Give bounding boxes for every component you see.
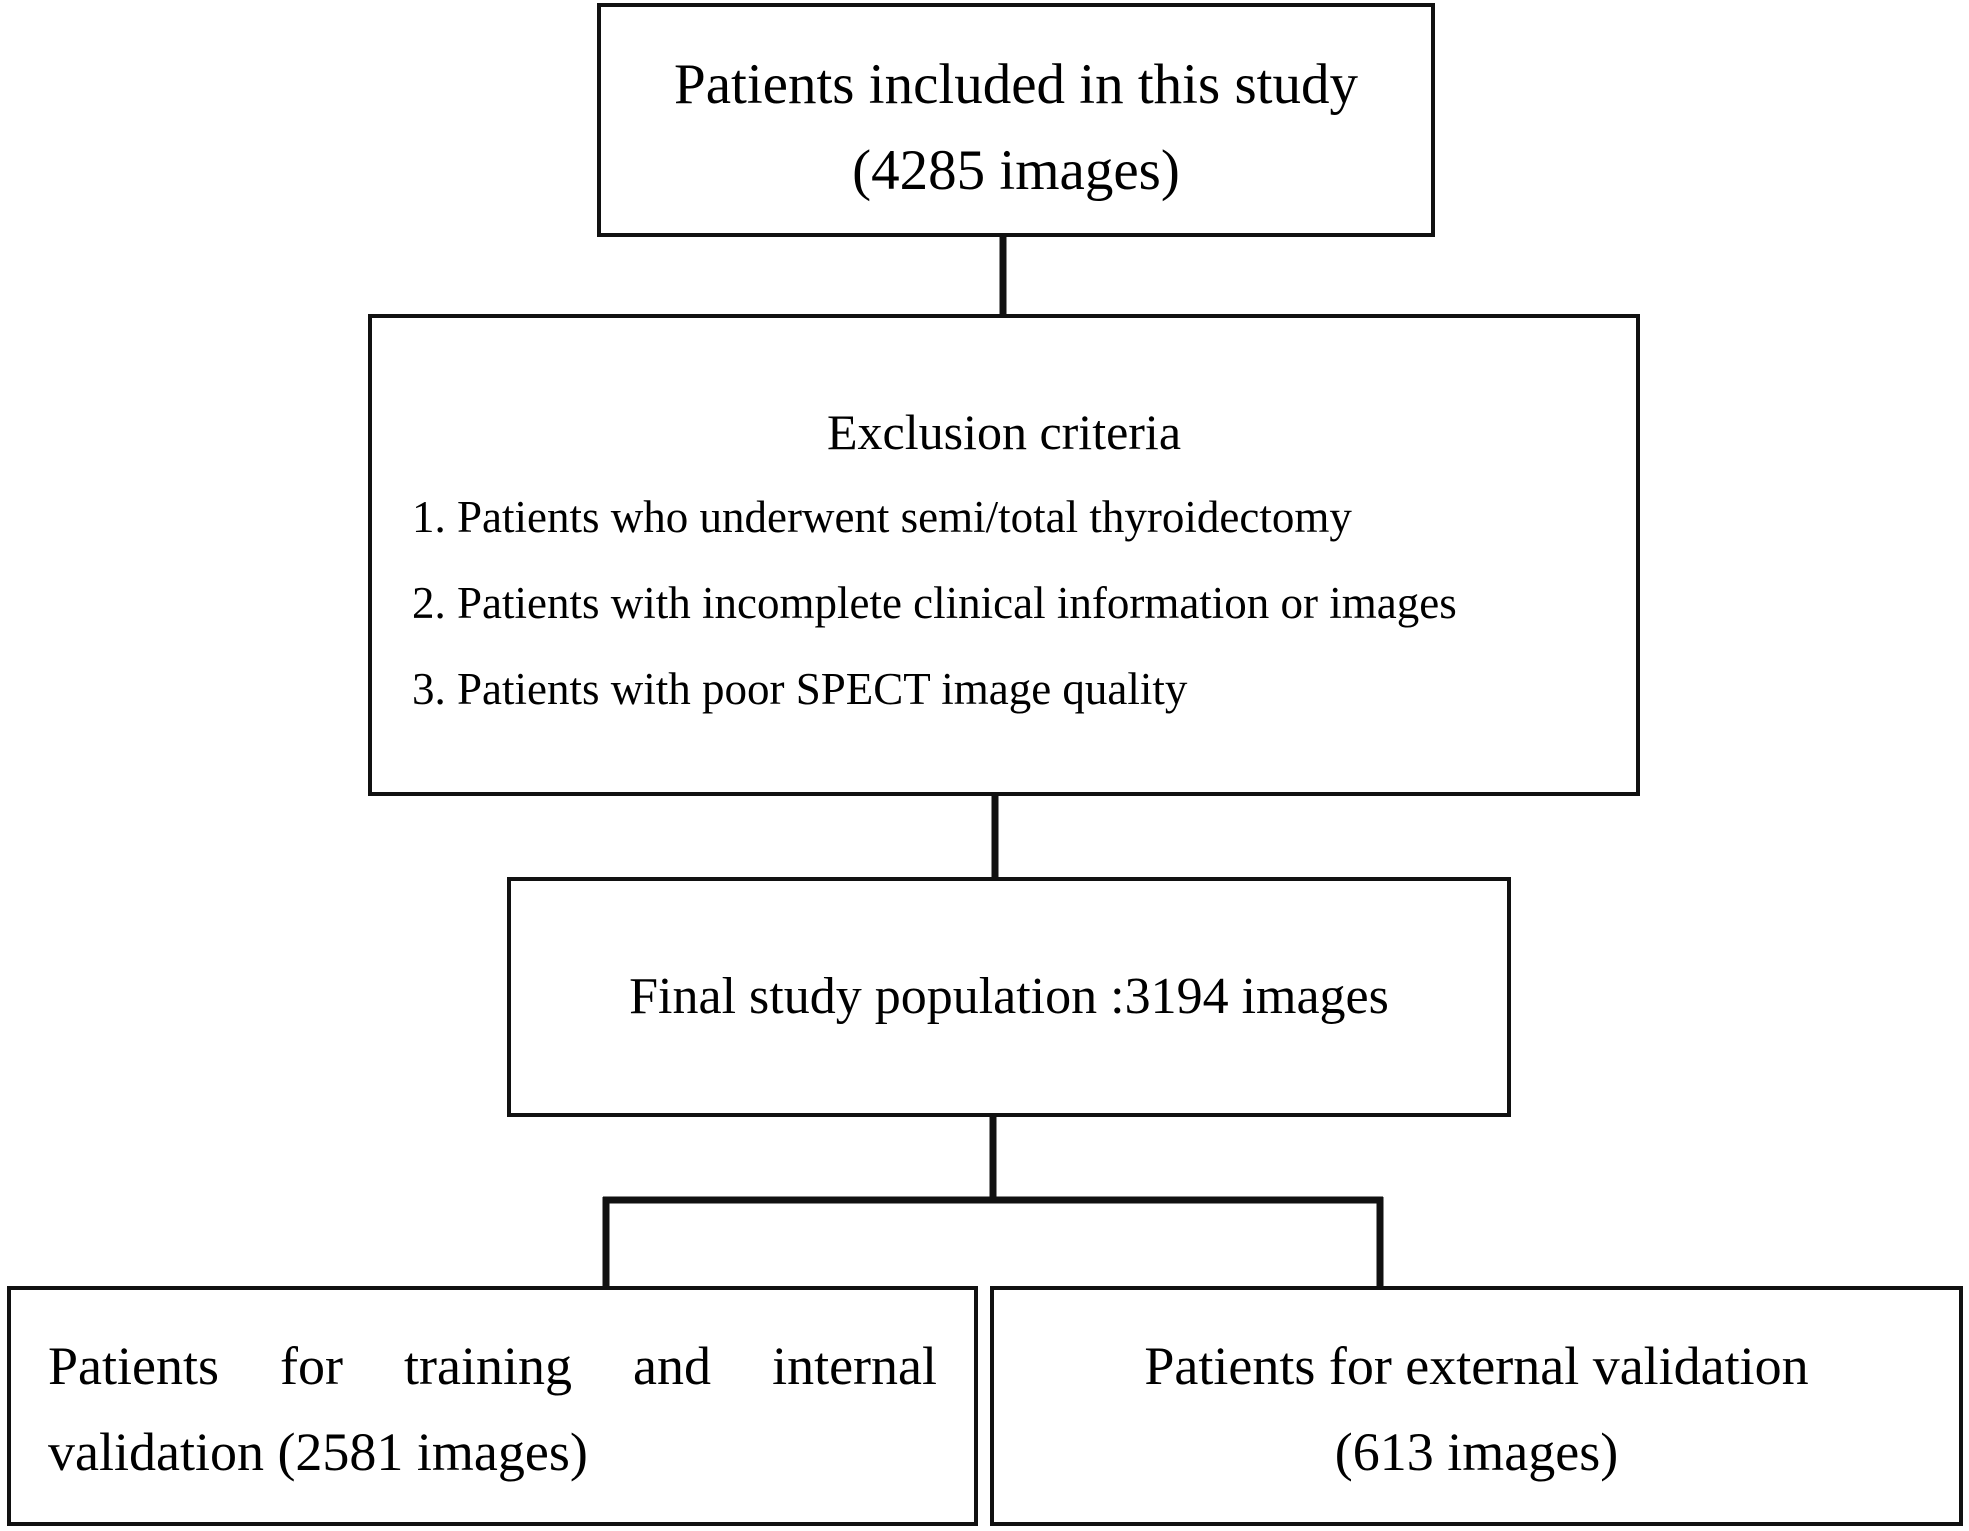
included-line-1: Patients included in this study: [674, 53, 1358, 116]
exclusion-title: Exclusion criteria: [826, 404, 1182, 460]
external-text-wrap: Patients for external validation (613 im…: [990, 1323, 1963, 1495]
box-training-internal-validation: [7, 1286, 978, 1526]
final-population-text: Final study population :3194 images: [629, 968, 1389, 1025]
training-text: Patients for training and internal valid…: [48, 1336, 937, 1482]
external-line-2: (613 images): [1334, 1422, 1619, 1482]
exclusion-criterion-item: 2. Patients with incomplete clinical inf…: [412, 578, 1457, 628]
external-line-1: Patients for external validation: [1144, 1336, 1809, 1396]
box-final-study-population: [507, 877, 1511, 1117]
exclusion-criterion-item: 1. Patients who underwent semi/total thy…: [412, 492, 1352, 542]
included-line-2: (4285 images): [852, 139, 1180, 202]
exclusion-criteria-list: 1. Patients who underwent semi/total thy…: [412, 485, 1457, 743]
box-external-validation: [990, 1286, 1963, 1526]
exclusion-criterion-item: 3. Patients with poor SPECT image qualit…: [412, 664, 1188, 714]
box-patients-included: Patients included in this study (4285 im…: [597, 3, 1435, 237]
box-exclusion-criteria: [368, 314, 1640, 796]
